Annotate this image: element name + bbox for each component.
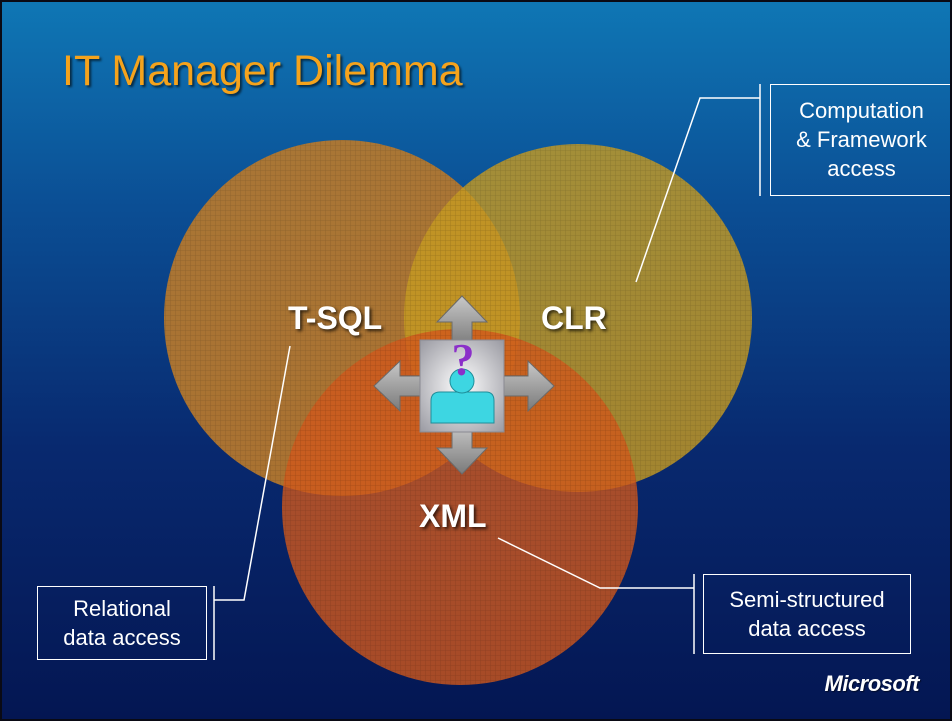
callout-semistructured-line-2: data access bbox=[748, 616, 866, 641]
callout-computation-line-1: Computation bbox=[799, 98, 924, 123]
person-with-question-mark-icon: ? bbox=[419, 334, 505, 433]
clr-label: CLR bbox=[541, 300, 607, 336]
connector-computation bbox=[635, 84, 761, 283]
connector-relational bbox=[213, 345, 291, 660]
callout-relational: Relational data access bbox=[37, 586, 207, 660]
microsoft-logo: Microsoft bbox=[824, 671, 920, 696]
slide-title: IT Manager Dilemma bbox=[62, 47, 463, 95]
svg-text:?: ? bbox=[452, 334, 475, 385]
callout-relational-line-2: data access bbox=[63, 625, 181, 650]
xml-label: XML bbox=[419, 498, 487, 534]
callout-relational-line-1: Relational bbox=[73, 596, 171, 621]
circle-xml bbox=[282, 329, 638, 685]
callout-computation-line-3: access bbox=[827, 156, 896, 181]
callout-semistructured-line-1: Semi-structured bbox=[729, 587, 885, 612]
connector-semistructured bbox=[497, 537, 695, 654]
callout-computation-line-2: & Framework bbox=[796, 127, 927, 152]
tsql-label: T-SQL bbox=[288, 300, 383, 336]
callout-semistructured: Semi-structured data access bbox=[703, 574, 911, 654]
callout-computation: Computation & Framework access bbox=[770, 84, 952, 196]
